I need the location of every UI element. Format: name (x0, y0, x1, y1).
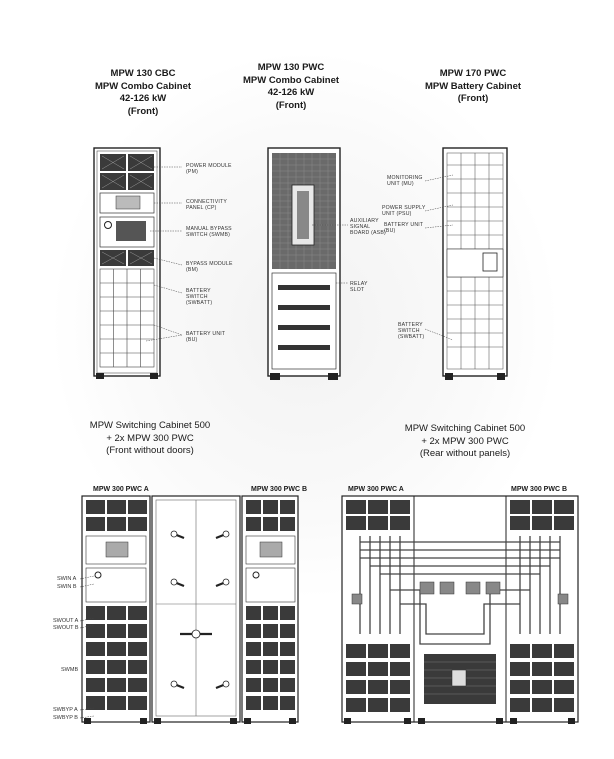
label-battery-unit-1: BATTERY UNIT(BU) (186, 331, 226, 343)
label-bypass-module: BYPASS MODULE(BM) (186, 261, 233, 273)
front-title-b: MPW 300 PWC B (251, 486, 308, 493)
label-swin-a: SWIN A (57, 576, 77, 582)
label-swbyp-b: SWBYP B (53, 715, 78, 721)
rear-title-a: MPW 300 PWC A (348, 486, 404, 493)
rear-title-b: MPW 300 PWC B (511, 486, 568, 493)
label-swin-b: SWIN B (57, 584, 77, 590)
label-power-module: POWER MODULE(PM) (186, 163, 232, 175)
label-battery-unit-3: BATTERY UNIT(BU) (384, 222, 424, 234)
label-swbyp-a: SWBYP A (53, 707, 78, 713)
cabinet-mpw130-cbc (93, 147, 183, 379)
cabinet-mpw130-pwc (267, 147, 348, 380)
caption-switching-front: MPW Switching Cabinet 500+ 2x MPW 300 PW… (89, 420, 211, 456)
front-title-a: MPW 300 PWC A (93, 486, 149, 493)
cabinet-mpw170-pwc (425, 147, 508, 380)
label-swout-a: SWOUT A (53, 618, 79, 624)
caption-switching-rear: MPW Switching Cabinet 500+ 2x MPW 300 PW… (404, 423, 526, 459)
label-swmb: SWMB (61, 667, 79, 673)
switching-cabinet-rear (341, 495, 579, 724)
switching-cabinet-front (80, 495, 299, 724)
label-swout-b: SWOUT B (53, 625, 79, 631)
